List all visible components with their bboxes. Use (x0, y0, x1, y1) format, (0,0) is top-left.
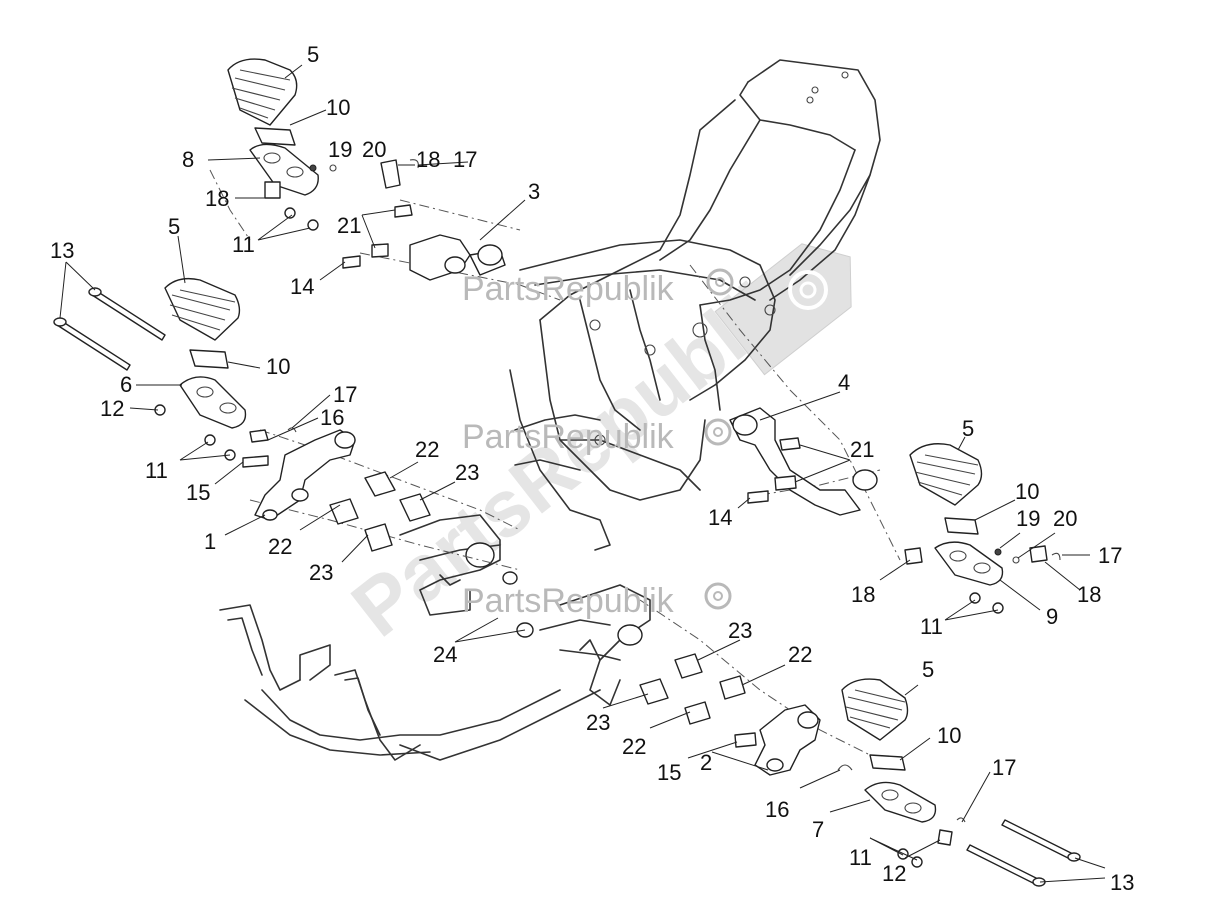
callout-label: 22 (788, 642, 812, 667)
axis-lines (209, 169, 901, 761)
callout-label: 1 (204, 529, 216, 554)
callout-label: 11 (849, 845, 872, 870)
callout-label: 3 (528, 179, 540, 204)
callout-label: 23 (728, 618, 752, 643)
callout-label: 16 (320, 405, 344, 430)
callout-label: 15 (657, 760, 681, 785)
callout-label: 21 (337, 213, 361, 238)
callout-label: 18 (205, 186, 229, 211)
callout-label: 10 (1015, 479, 1039, 504)
callout-label: 16 (765, 797, 789, 822)
callout-label: 12 (100, 396, 124, 421)
callout-label: 11 (920, 614, 943, 639)
gear-icon (704, 582, 732, 610)
callout-labels: 5 10 8 19 20 18 17 18 11 21 3 14 13 5 10… (50, 42, 1134, 895)
callout-label: 2 (700, 750, 712, 775)
callout-label: 19 (1016, 506, 1040, 531)
callout-label: 5 (922, 657, 934, 682)
motorcycle-frame (509, 59, 881, 551)
callout-label: 23 (309, 560, 333, 585)
gear-icon (788, 270, 828, 310)
gear-icon (704, 418, 732, 446)
callout-label: 20 (362, 137, 386, 162)
callout-label: 9 (1046, 604, 1058, 629)
callout-label: 15 (186, 480, 210, 505)
long-bolts-13-right (966, 819, 1081, 887)
callout-label: 5 (962, 416, 974, 441)
callout-label: 14 (290, 274, 314, 299)
callout-label: 24 (433, 642, 457, 667)
footpeg-rear-left (154, 277, 297, 468)
callout-label: 10 (266, 354, 290, 379)
bushings-22-23-left (329, 471, 431, 552)
callout-label: 7 (812, 817, 824, 842)
callout-label: 5 (307, 42, 319, 67)
callout-label: 22 (268, 534, 292, 559)
watermark-text-3: PartsRepublik (462, 582, 675, 620)
center-stand-assembly (219, 514, 651, 761)
watermark-text-1: PartsRepublik (462, 270, 675, 308)
footpeg-rear-right (837, 678, 966, 868)
callout-label: 20 (1053, 506, 1077, 531)
callout-label: 11 (232, 232, 255, 257)
watermark-brand-blocks: PartsRepublik PartsRepublik PartsRepubli… (462, 268, 828, 620)
callout-label: 10 (326, 95, 350, 120)
callout-label: 13 (50, 238, 74, 263)
callout-label: 12 (882, 861, 906, 886)
callout-label: 17 (992, 755, 1016, 780)
callout-label: 18 (851, 582, 875, 607)
callout-label: 17 (453, 147, 477, 172)
callout-label: 23 (455, 460, 479, 485)
callout-label: 8 (182, 147, 194, 172)
callout-label: 17 (1098, 543, 1122, 568)
callout-label: 4 (838, 370, 850, 395)
callout-label: 14 (708, 505, 732, 530)
callout-label: 21 (850, 437, 874, 462)
long-bolts-13-left (53, 287, 166, 371)
callout-label: 22 (622, 734, 646, 759)
bushings-22-23-right (639, 653, 746, 725)
leader-lines (59, 64, 1106, 883)
callout-label: 18 (416, 147, 440, 172)
gear-icon (706, 268, 734, 296)
callout-label: 11 (145, 458, 168, 483)
bracket-3 (342, 204, 506, 281)
callout-label: 5 (168, 214, 180, 239)
callout-label: 22 (415, 437, 439, 462)
watermark-text-2: PartsRepublik (462, 418, 675, 456)
callout-label: 13 (1110, 870, 1134, 895)
callout-label: 10 (937, 723, 961, 748)
callout-label: 18 (1077, 582, 1101, 607)
callout-label: 17 (333, 382, 357, 407)
footpeg-front-right (904, 443, 1061, 614)
callout-label: 19 (328, 137, 352, 162)
callout-label: 23 (586, 710, 610, 735)
callout-label: 6 (120, 372, 132, 397)
bracket-2 (734, 704, 821, 776)
footpeg-front-left (227, 58, 419, 231)
bracket-1 (254, 429, 356, 521)
